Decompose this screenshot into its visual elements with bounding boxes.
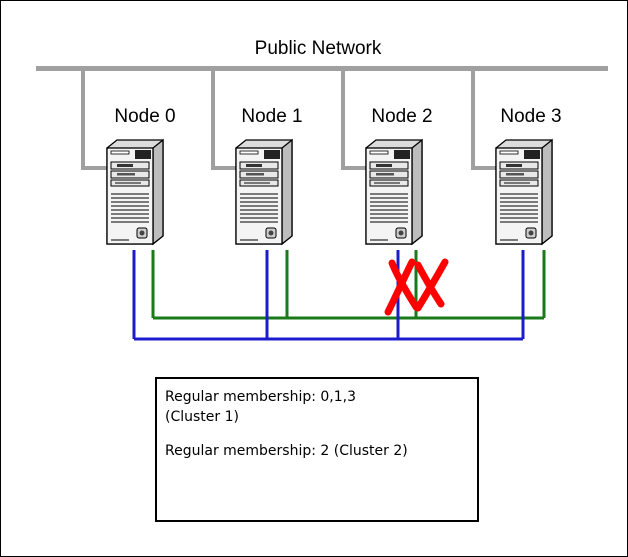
private-link-blue (132, 250, 525, 341)
drop-line-node1 (211, 71, 238, 170)
drop-line-node3 (471, 71, 498, 170)
public-network-label: Public Network (255, 38, 382, 59)
public-network-bar (36, 66, 608, 71)
node-label-2: Node 2 (371, 106, 432, 127)
membership-cluster1-label: (Cluster 1) (165, 409, 239, 425)
link-failure-icon (384, 258, 449, 316)
membership-cluster1-text: Regular membership: 0,1,3 (165, 389, 357, 405)
drop-line-node2 (341, 71, 368, 170)
membership-info-box: Regular membership: 0,1,3 (Cluster 1) Re… (155, 377, 479, 522)
node-label-3: Node 3 (500, 106, 561, 127)
membership-cluster2-text: Regular membership: 2 (Cluster 2) (165, 443, 408, 459)
private-link-green (151, 250, 546, 320)
node-label-1: Node 1 (241, 106, 302, 127)
drop-line-node0 (81, 71, 110, 170)
server-node1-icon (235, 139, 293, 245)
node-label-0: Node 0 (114, 106, 175, 127)
server-node3-icon (495, 139, 553, 245)
server-node2-icon (365, 139, 423, 245)
network-drop-lines (81, 71, 498, 170)
server-node0-icon (106, 139, 164, 245)
